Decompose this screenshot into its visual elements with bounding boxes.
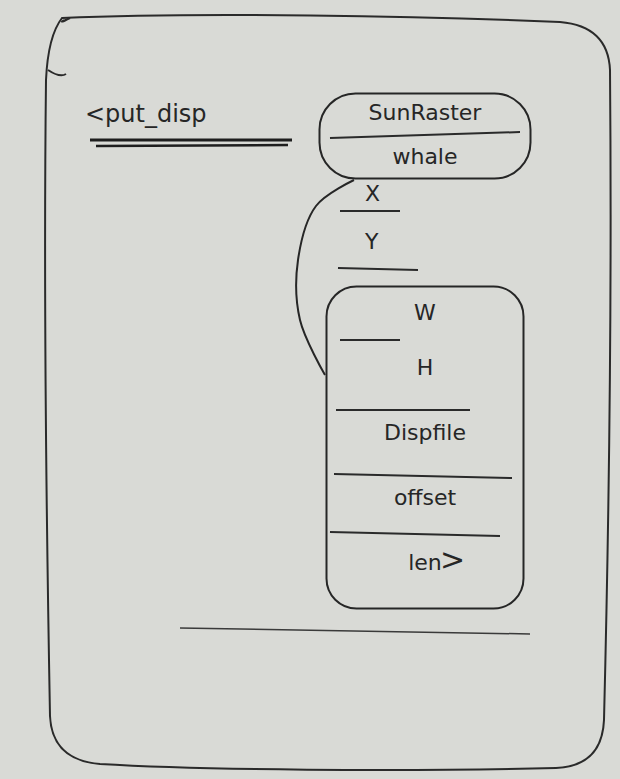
field-divider bbox=[334, 474, 512, 478]
loop-outline bbox=[327, 287, 524, 609]
bottom-rule bbox=[180, 628, 530, 634]
label-holder: <put_disp bbox=[85, 100, 207, 128]
tag-name: <put_disp bbox=[85, 100, 207, 128]
field-group: W H Dispfile offset len bbox=[325, 285, 525, 610]
field-name: H bbox=[417, 355, 434, 381]
page-outline bbox=[45, 15, 610, 770]
field-name: W bbox=[414, 300, 436, 326]
field-group: SunRaster whale bbox=[318, 92, 532, 180]
label-holder: X bbox=[365, 180, 380, 208]
field-name: whale bbox=[392, 144, 457, 170]
field-name: len bbox=[408, 550, 442, 576]
label-holder: Y bbox=[365, 228, 378, 256]
title-underline bbox=[96, 145, 288, 146]
field-name: Dispfile bbox=[384, 420, 466, 446]
field-name: X bbox=[365, 180, 380, 208]
field-divider bbox=[336, 409, 470, 411]
field-name: > bbox=[440, 546, 465, 574]
pen-scribble bbox=[48, 18, 70, 75]
field-divider bbox=[338, 268, 418, 270]
field-name: SunRaster bbox=[369, 100, 482, 126]
connector-line bbox=[296, 180, 354, 375]
title-underline bbox=[90, 139, 292, 142]
field-divider bbox=[330, 132, 520, 138]
loop-outline bbox=[320, 94, 531, 179]
field-divider bbox=[330, 532, 500, 536]
label-holder: > bbox=[440, 546, 465, 574]
field-name: Y bbox=[365, 228, 378, 256]
field-divider bbox=[340, 210, 400, 212]
field-divider bbox=[340, 339, 400, 341]
field-name: offset bbox=[394, 485, 456, 511]
